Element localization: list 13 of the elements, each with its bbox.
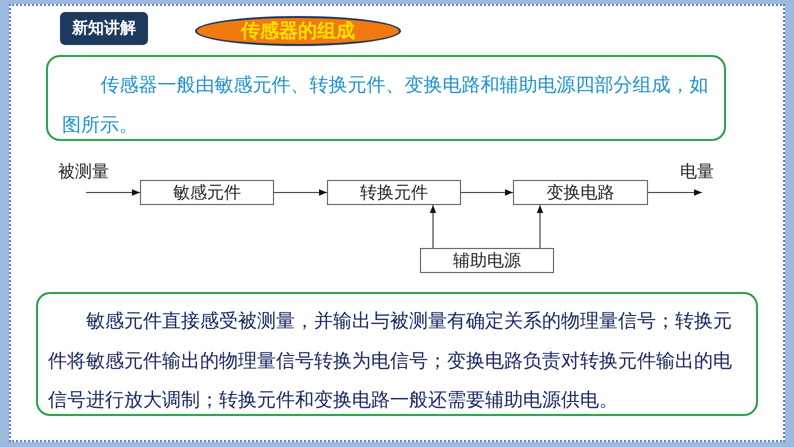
process-box: 敏感元件 xyxy=(140,180,274,205)
arrow xyxy=(536,204,544,248)
text-panel: 敏感元件直接感受被测量，并输出与被测量有确定关系的物理量信号；转换元件将敏感元件输出的物理量信号转换为电信号；变换电路负责对转换元件输出的电信号进行放大调制；转换元件和变换电路一般还需要辅助电源供电。 xyxy=(36,292,758,416)
arrow xyxy=(86,189,140,196)
process-box: 变换电路 xyxy=(513,180,648,205)
section-tag: 新知讲解 xyxy=(60,12,148,45)
arrow xyxy=(274,189,328,196)
process-box: 转换元件 xyxy=(327,180,461,205)
arrow xyxy=(648,189,702,196)
arrow xyxy=(430,204,436,248)
arrow xyxy=(460,189,514,196)
text-panel: 传感器一般由敏感元件、转换元件、变换电路和辅助电源四部分组成，如图所示。 xyxy=(46,55,726,141)
process-box: 辅助电源 xyxy=(420,248,554,273)
